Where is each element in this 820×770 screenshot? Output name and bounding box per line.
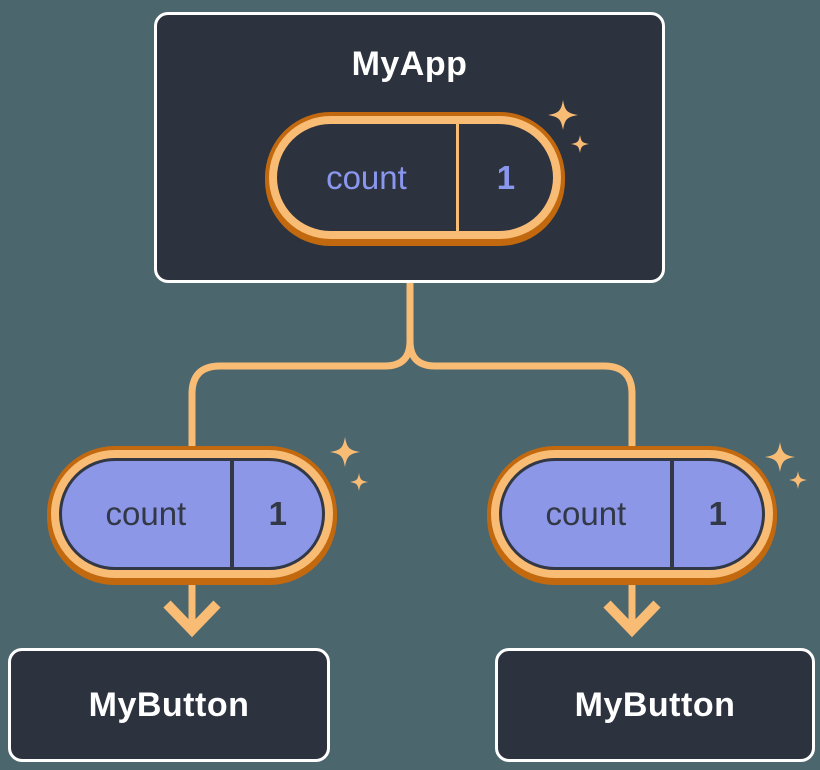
state-name: count	[326, 158, 407, 196]
mybutton-node-title: MyButton	[88, 685, 250, 724]
sparkle-big-icon	[548, 100, 578, 130]
mybutton-node-title: MyButton	[574, 685, 736, 724]
sparkle-icon	[330, 437, 368, 491]
props-pill: count 1	[487, 446, 777, 582]
state-pill-divider	[455, 124, 459, 231]
state-pill: count 1	[265, 112, 565, 243]
prop-value: 1	[268, 495, 288, 532]
myapp-node-title: MyApp	[351, 45, 468, 83]
props-pill: count 1	[47, 446, 337, 582]
props-pill-divider	[669, 461, 674, 567]
props-pill-inner: count 1	[59, 458, 325, 570]
sparkle-small-icon	[350, 473, 368, 491]
state-pill-inner: count 1	[277, 124, 553, 231]
sparkle-small-icon	[571, 135, 589, 153]
props-pill-inner: count 1	[499, 458, 765, 570]
prop-name: count	[545, 495, 627, 532]
sparkle-small-icon	[789, 471, 807, 489]
props-pill-divider	[229, 461, 234, 567]
sparkle-icon	[548, 100, 589, 153]
arrow-down-icon	[603, 600, 661, 638]
arrow-down-icon	[163, 600, 221, 638]
branch-right-line	[406, 280, 636, 624]
sparkle-big-icon	[765, 442, 795, 472]
prop-value: 1	[708, 495, 728, 532]
sparkle-icon	[765, 442, 807, 489]
state-value: 1	[496, 158, 516, 196]
mybutton-node: MyButton	[495, 648, 815, 762]
sparkle-big-icon	[330, 437, 360, 467]
mybutton-node: MyButton	[8, 648, 330, 762]
prop-name: count	[105, 495, 187, 532]
